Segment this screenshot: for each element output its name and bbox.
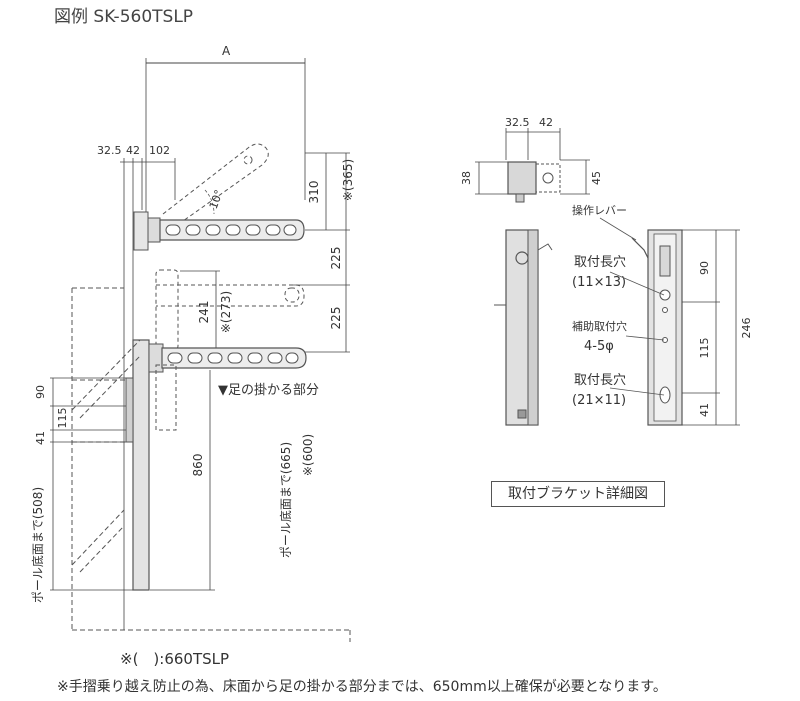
mount-slot-bottom-label: 取付長穴 (574, 373, 626, 388)
mount-slot-top-size: (11×13) (572, 275, 626, 290)
bracket-dim-246: 246 (740, 318, 753, 339)
bracket-dim-38: 38 (460, 171, 473, 185)
bracket-dim-41: 41 (698, 403, 711, 417)
bracket-caption: 取付ブラケット詳細図 (491, 481, 665, 507)
foot-label: ▼足の掛かる部分 (218, 383, 319, 398)
dim-42: 42 (126, 144, 140, 157)
bracket-dim-42: 42 (539, 116, 553, 129)
dim-41-left: 41 (34, 431, 47, 445)
pole-bottom-508: ポール底面まで(508) (30, 487, 45, 603)
dim-310: 310 (307, 181, 321, 204)
bracket-dim-45: 45 (590, 171, 603, 185)
footnote-safety: ※手摺乗り越え防止の為、床面から足の掛かる部分までは、650mm以上確保が必要と… (57, 679, 667, 695)
aux-hole-size: 4-5φ (584, 339, 614, 354)
drawing-title: 図例 SK-560TSLP (54, 7, 194, 27)
dim-273: ※(273) (219, 291, 233, 333)
dim-32-5: 32.5 (97, 144, 122, 157)
pole-bottom-665: ポール底面まで(665) (278, 442, 293, 558)
aux-hole-label: 補助取付穴 (572, 319, 627, 333)
dim-90-left: 90 (34, 385, 47, 399)
dim-102: 102 (149, 144, 170, 157)
bracket-dim-115: 115 (698, 338, 711, 359)
footnote-660: ※( ):660TSLP (120, 650, 230, 668)
dim-a: A (222, 44, 231, 58)
dim-365: ※(365) (341, 159, 355, 201)
mount-slot-bottom-size: (21×11) (572, 393, 626, 408)
bracket-dim-32-5: 32.5 (505, 116, 530, 129)
angle-label: 10° (207, 188, 226, 211)
dim-225-bottom: 225 (329, 307, 343, 330)
dim-115-left: 115 (56, 408, 69, 429)
dim-860: 860 (191, 454, 205, 477)
dim-225-top: 225 (329, 247, 343, 270)
lever-label: 操作レバー (572, 203, 627, 217)
bracket-dim-90: 90 (698, 261, 711, 275)
dim-600: ※(600) (301, 434, 315, 476)
dim-241: 241 (197, 301, 211, 324)
mount-slot-top-label: 取付長穴 (574, 255, 626, 270)
